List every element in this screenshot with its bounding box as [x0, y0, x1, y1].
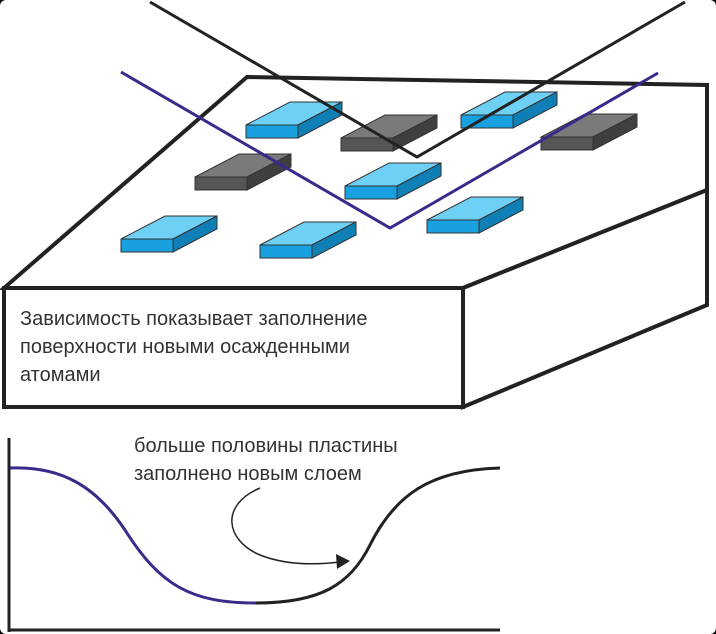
- gray-island: [194, 153, 292, 191]
- blue-island: [259, 221, 357, 259]
- gray-island: [340, 114, 438, 152]
- oscillation-graph: больше половины пластины заполнено новым…: [7, 435, 501, 632]
- incident-beam-purple: [120, 70, 659, 230]
- slab-caption-line-3: атомами: [20, 364, 101, 386]
- annotation-arrow: [231, 487, 341, 565]
- graph-annotation-line-1: больше половины пластины: [134, 435, 398, 457]
- blue-island: [120, 215, 218, 253]
- graph-curve-black: [255, 466, 501, 605]
- incident-beam-black: [149, 0, 686, 159]
- graph-annotation: больше половины пластины заполнено новым…: [134, 435, 403, 485]
- arrow-head: [336, 554, 350, 569]
- graph-annotation-line-2: заполнено новым слоем: [134, 463, 362, 485]
- blue-island: [426, 196, 524, 234]
- gray-island: [540, 113, 638, 151]
- blue-island: [344, 162, 442, 200]
- slab-front-face: [2, 286, 465, 409]
- slab-caption-line-2: поверхности новыми осажденными: [20, 336, 350, 358]
- blue-island: [245, 101, 343, 139]
- graph-curve-purple: [9, 466, 257, 605]
- slab-caption: Зависимость показывает заполнение поверх…: [20, 308, 373, 386]
- slab-caption-line-1: Зависимость показывает заполнение: [20, 308, 367, 330]
- islands: [120, 91, 638, 259]
